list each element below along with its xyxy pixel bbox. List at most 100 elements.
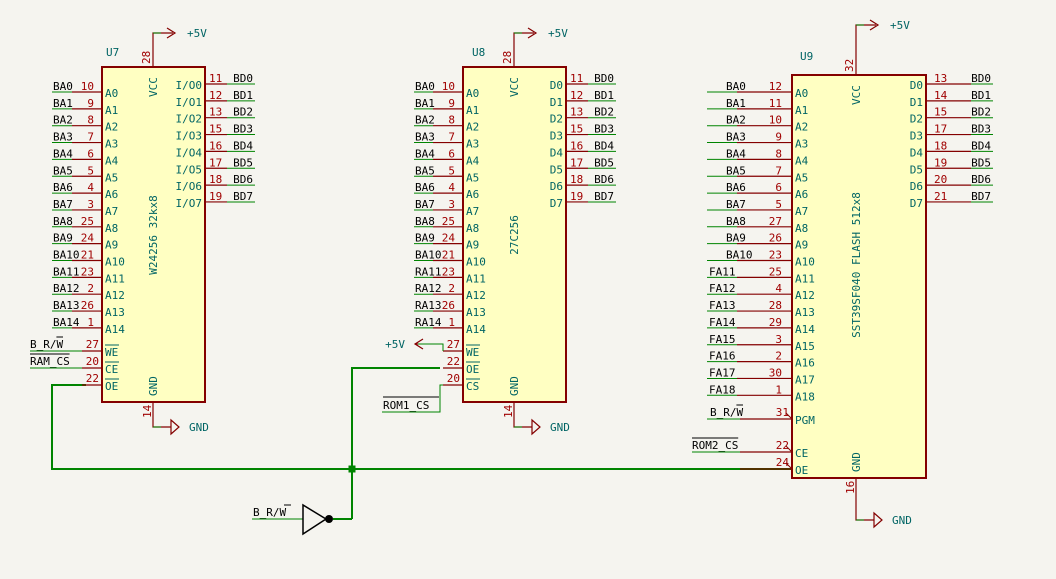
oe-wire-u8[interactable] <box>351 367 440 519</box>
pin-number: 9 <box>775 131 782 144</box>
pin-name: A9 <box>466 239 479 252</box>
net-label: FA11 <box>709 265 736 278</box>
inverter-gate[interactable]: B_R/W <box>252 503 333 536</box>
net-label: BA14 <box>53 316 80 329</box>
pin-name: D6 <box>910 180 923 193</box>
component-body[interactable] <box>462 66 567 403</box>
component-body[interactable] <box>791 74 927 479</box>
oe-wire-u7[interactable] <box>51 384 792 470</box>
component-body[interactable] <box>101 66 206 403</box>
net-label: RA13 <box>415 299 442 312</box>
vcc-pin-number: 32 <box>843 59 856 72</box>
net-label: BD3 <box>594 123 614 136</box>
net-label: BA10 <box>53 249 80 262</box>
